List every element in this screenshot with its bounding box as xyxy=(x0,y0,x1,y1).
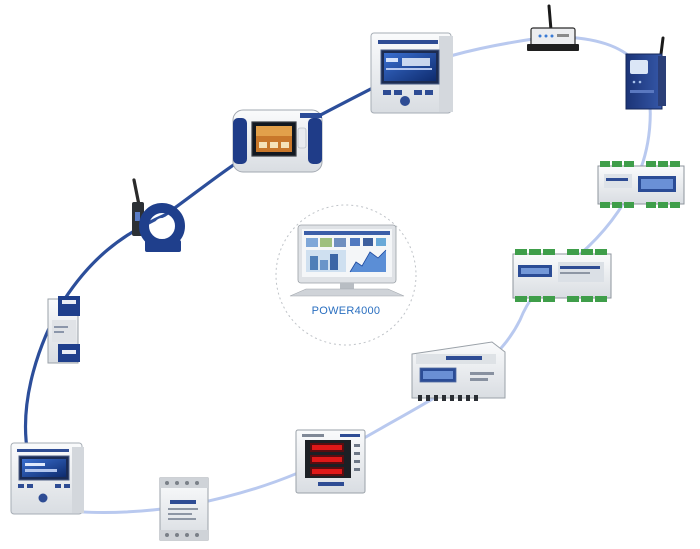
led-power-meter[interactable] xyxy=(295,429,366,494)
hmi-logo-icon xyxy=(400,96,410,106)
antenna-icon xyxy=(547,4,553,32)
panel-meter-lcd[interactable] xyxy=(10,442,84,515)
power4000-label: POWER4000 xyxy=(312,305,381,317)
portable-analyzer[interactable] xyxy=(232,109,323,173)
din-rail-radio-module[interactable] xyxy=(625,36,666,110)
din-rail-energy-meter[interactable] xyxy=(411,341,506,401)
monitor-neck xyxy=(340,283,354,289)
din-rail-io-module-b[interactable] xyxy=(512,249,612,302)
monitor-base xyxy=(289,288,405,297)
terminal-block-converter[interactable] xyxy=(159,477,209,541)
meter-logo-icon xyxy=(38,493,48,503)
wireless-gateway[interactable] xyxy=(527,4,579,51)
din-rail-transducer[interactable] xyxy=(47,296,80,364)
din-rail-io-module-a[interactable] xyxy=(597,161,685,208)
power4000-hub[interactable]: POWER4000 xyxy=(275,204,417,346)
dashboard-screenshot-icon xyxy=(304,231,390,273)
wireless-current-sensor[interactable] xyxy=(132,178,185,252)
hmi-panel-display[interactable] xyxy=(370,32,453,114)
hub-dashed-circle xyxy=(275,204,417,346)
antenna-icon xyxy=(132,178,141,207)
